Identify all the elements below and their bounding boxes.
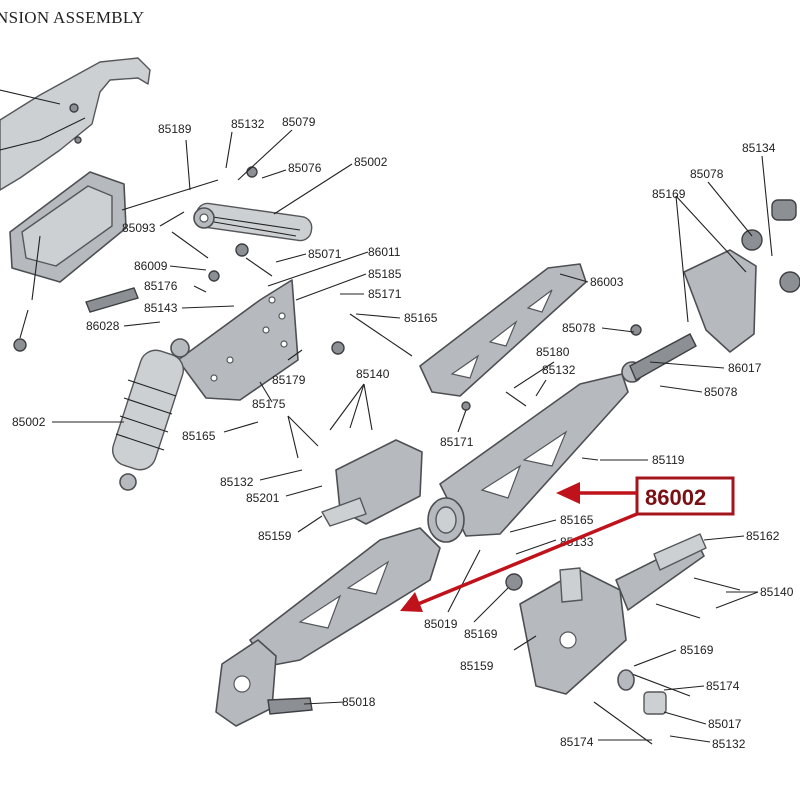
part-number-label: 85175: [252, 397, 286, 411]
part-number-label: 85174: [706, 679, 740, 693]
part-number-label: 85132: [231, 117, 265, 131]
part-number-label: 85078: [704, 385, 738, 399]
part-number-label: 85019: [424, 617, 458, 631]
part-number-label: 85093: [122, 221, 156, 235]
part-number-label: 85078: [690, 167, 724, 181]
part-number-label: 85159: [460, 659, 494, 673]
lower-suspension-arm-rear-part: [249, 527, 441, 667]
part-number-label: 85017: [708, 717, 742, 731]
part-number-label: 85189: [158, 122, 192, 136]
part-number-label: 85140: [760, 585, 794, 599]
callout-box: [635, 476, 735, 516]
part-number-label: 85169: [652, 187, 686, 201]
part-number-label: 85185: [368, 267, 402, 281]
part-number-label: 85132: [712, 737, 746, 751]
part-number-label: 85018: [342, 695, 376, 709]
part-number-label: 85078: [562, 321, 596, 335]
part-number-label: 85134: [742, 141, 776, 155]
part-number-label: 85071: [308, 247, 342, 261]
part-number-label: 86011: [368, 245, 401, 259]
part-number-label: 85179: [272, 373, 306, 387]
callout-arrow-upper-head: [556, 482, 580, 504]
part-number-label: 85143: [144, 301, 178, 315]
part-number-label: 86017: [728, 361, 762, 375]
hinge-pins-part: [593, 577, 741, 745]
callout-arrow-lower-head: [400, 592, 423, 612]
part-number-label: 85002: [354, 155, 388, 169]
diagram-title: NSION ASSEMBLY: [0, 8, 145, 27]
part-number-label: 85002: [12, 415, 46, 429]
upper-suspension-arm-part: [419, 263, 587, 397]
part-number-label: 86028: [86, 319, 120, 333]
lower-suspension-arm-main-part: [439, 333, 697, 537]
part-number-label: 85165: [404, 311, 438, 325]
part-number-label: 85165: [560, 513, 594, 527]
upper-shock-absorber-part: [121, 179, 313, 242]
callout-part-number: 86002: [645, 485, 706, 510]
part-number-label: 85174: [560, 735, 594, 749]
part-number-label: 85079: [282, 115, 316, 129]
part-number-label: 85162: [746, 529, 780, 543]
part-number-label: 85201: [246, 491, 280, 505]
part-number-label: 85132: [542, 363, 576, 377]
part-number-labels: 85189 85132 85079 85076 85002 85093 8600…: [12, 115, 794, 751]
right-steering-knuckle-part: [683, 199, 800, 353]
callout-arrow-lower: [417, 512, 638, 606]
part-number-label: 85180: [536, 345, 570, 359]
lower-shock-absorber-part: [111, 338, 190, 491]
differential-gear-part: [427, 497, 465, 543]
part-number-label: 85176: [144, 279, 178, 293]
part-number-label: 85132: [220, 475, 254, 489]
part-number-label: 85133: [560, 535, 594, 549]
part-number-label: 85159: [258, 529, 292, 543]
roll-cage-part: [0, 57, 151, 191]
center-knuckle-part: [321, 439, 423, 527]
part-number-label: 85076: [288, 161, 322, 175]
part-number-label: 85171: [440, 435, 474, 449]
label-leader-lines: [52, 129, 773, 743]
rear-hub-carrier-part: [215, 639, 313, 727]
part-number-label: 85165: [182, 429, 216, 443]
part-number-label: 86009: [134, 259, 168, 273]
rear-axle-bracket-part: [519, 567, 627, 695]
part-number-label: 86003: [590, 275, 624, 289]
highlight-callout: 86002: [400, 476, 735, 612]
front-bumper-mount-part: [9, 171, 127, 352]
part-number-label: 85140: [356, 367, 390, 381]
shock-tower-part: [177, 279, 299, 401]
part-number-label: 85169: [464, 627, 498, 641]
arm-mount-block-part: [615, 533, 707, 611]
part-number-label: 85171: [368, 287, 402, 301]
part-number-label: 85169: [680, 643, 714, 657]
part-number-label: 85119: [652, 453, 685, 467]
